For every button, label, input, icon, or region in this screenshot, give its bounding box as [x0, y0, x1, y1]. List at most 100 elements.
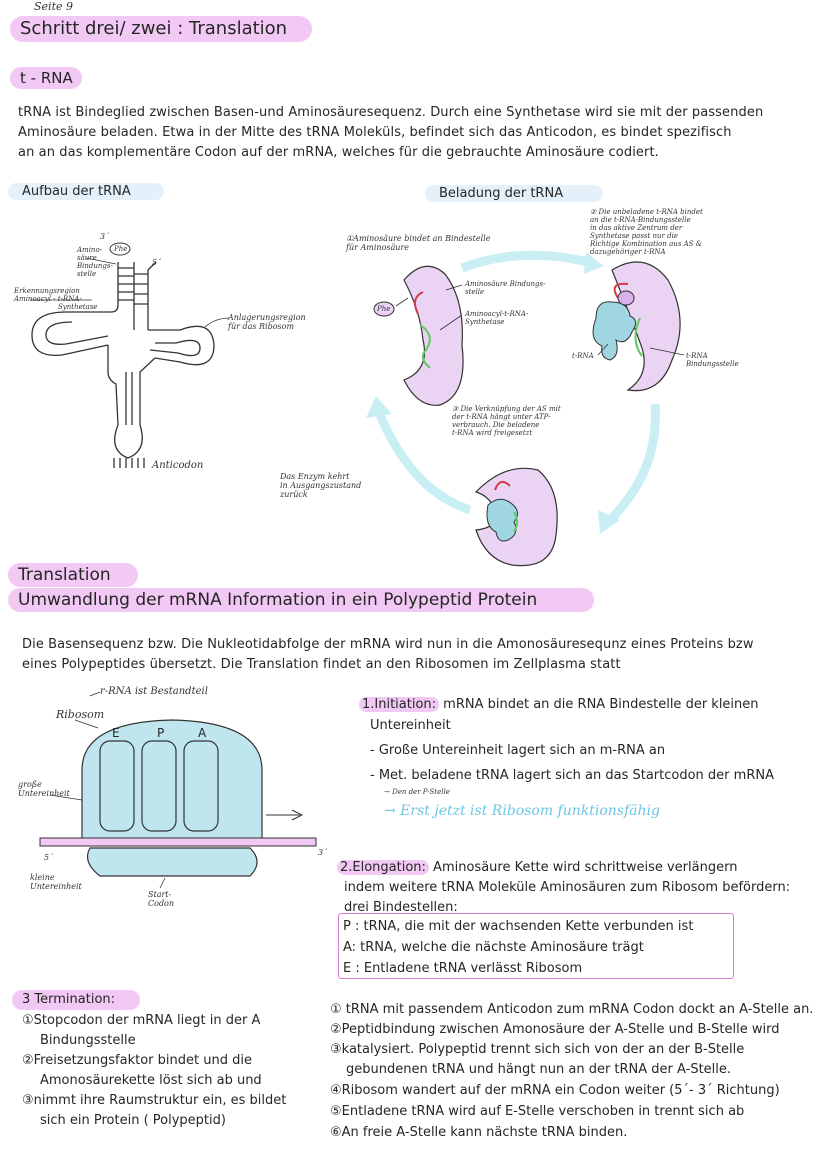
- beladung-as-site-line-2: stelle: [465, 288, 485, 296]
- beladung-as-site-line-1: Aminosäure Bindungs-: [465, 280, 546, 288]
- ribosome-small-subunit-label: kleine Untereinheit: [30, 873, 90, 891]
- beladung-step-2-line-3: in das aktive Zentrum der: [590, 224, 683, 232]
- beladung-synthetase-label: Aminoacyl-t-RNA- Synthetase: [465, 310, 565, 326]
- elongation-step-6: ⑤Entladene tRNA wird auf E-Stelle versch…: [330, 1104, 745, 1119]
- elongation-step-1: ① tRNA mit passendem Anticodon zum mRNA …: [330, 1002, 814, 1017]
- beladung-step-2-line-5: Richtige Kombination aus AS &: [590, 240, 702, 248]
- termination-heading-text: 3 Termination:: [22, 992, 116, 1007]
- beladung-trna-site-line-2: Bindungsstelle: [686, 360, 739, 368]
- trna-three-prime: 3´: [100, 232, 110, 241]
- elongation-sites-box: [338, 913, 734, 979]
- trna-phe-label: Phe: [114, 245, 128, 253]
- beladung-step-3-line-2: der t-RNA hängt unter ATP-: [452, 413, 551, 421]
- beladung-reset-note: Das Enzym kehrt in Ausgangszustand zurüc…: [280, 472, 420, 499]
- elongation-step-2: ②Peptidbindung zwischen Amonosäure der A…: [330, 1022, 780, 1037]
- ribosome-large-line-1: große: [18, 780, 42, 789]
- beladung-step-2: ② Die unbeladene t-RNA bindet an die t-R…: [590, 208, 780, 256]
- trna-recognition-line-3: Synthetase: [58, 303, 98, 311]
- initiation-line-1: 1.Initiation: mRNA bindet an die RNA Bin…: [359, 697, 759, 712]
- termination-line-6: sich ein Protein ( Polypeptid): [40, 1113, 226, 1128]
- beladung-step-2-line-2: an die t-RNA-Bindungsstelle: [590, 216, 691, 224]
- initiation-bullet-1: - Große Untereinheit lagert sich an m-RN…: [370, 743, 666, 758]
- trna-line-2: Aminosäure beladen. Etwa in der Mitte de…: [18, 125, 732, 140]
- ribosome-start-line-2: Codon: [148, 899, 175, 908]
- trna-binding-site-label: Amino- säure Bindungs- stelle: [77, 246, 117, 278]
- initiation-bullet-2: - Met. beladene tRNA lagert sich an das …: [370, 768, 774, 783]
- elongation-line-3: drei Bindestellen:: [344, 900, 458, 915]
- trna-paragraph: tRNA ist Bindeglied zwischen Basen-und A…: [18, 103, 818, 163]
- elongation-step-4: gebundenen tRNA und hängt nun an der tRN…: [346, 1062, 732, 1077]
- trna-attach-line-2: für das Ribosom: [228, 322, 295, 331]
- ribosome-start-codon-label: Start- Codon: [148, 890, 198, 908]
- trna-heading-text: t - RNA: [20, 69, 73, 87]
- beladung-step-3: ③ Die Verknüpfung der AS mit der t-RNA h…: [452, 405, 632, 437]
- elongation-box-a: A: tRNA, welche die nächste Aminosäure t…: [343, 940, 644, 955]
- elongation-text-1: Aminosäure Kette wird schrittweise verlä…: [428, 860, 738, 875]
- trna-line-1: tRNA ist Bindeglied zwischen Basen-und A…: [18, 105, 764, 120]
- translation-heading: Translation: [8, 563, 138, 587]
- ribosome-five-prime: 5´: [44, 853, 54, 862]
- ribosome-small-line-2: Untereinheit: [30, 882, 82, 891]
- trna-binding-line-3: Bindungs-: [77, 262, 113, 270]
- trna-heading: t - RNA: [10, 67, 82, 89]
- initiation-text-1: mRNA bindet an die RNA Bindestelle der k…: [439, 697, 759, 712]
- translation-heading-text: Translation: [18, 565, 111, 585]
- beladung-heading: Beladung der tRNA: [425, 185, 603, 202]
- ribosome-three-prime: 3´: [318, 848, 328, 857]
- elongation-step-7: ⑥An freie A-Stelle kann nächste tRNA bin…: [330, 1125, 628, 1140]
- termination-line-3: ②Freisetzungsfaktor bindet und die: [22, 1053, 252, 1068]
- initiation-note: → Den der P-Stelle: [384, 788, 450, 796]
- beladung-step-1-line-2: für Aminosäure: [346, 243, 409, 252]
- elongation-step-3: ③katalysiert. Polypeptid trennt sich sic…: [330, 1042, 745, 1057]
- termination-line-5: ③nimmt ihre Raumstruktur ein, es bildet: [22, 1093, 287, 1108]
- trna-line-3: an an das komplementäre Codon auf der mR…: [18, 145, 659, 160]
- page-label: Seite 9: [34, 0, 73, 13]
- ribosome-site-p: P: [157, 726, 165, 740]
- aufbau-heading-text: Aufbau der tRNA: [22, 184, 131, 199]
- trna-five-prime: 5´: [152, 258, 162, 267]
- beladung-phe-label: Phe: [377, 305, 391, 313]
- trna-binding-line-4: stelle: [77, 270, 97, 278]
- ribosome-start-line-1: Start-: [148, 890, 172, 899]
- translation-subheading-text: Umwandlung der mRNA Information in ein P…: [18, 590, 538, 610]
- translation-paragraph: Die Basensequenz bzw. Die Nukleotidabfol…: [22, 635, 822, 675]
- page-title-text: Schritt drei/ zwei : Translation: [20, 18, 288, 39]
- beladung-trna-label: t-RNA: [572, 352, 594, 360]
- trna-binding-line-2: säure: [77, 254, 97, 262]
- elongation-step-5: ④Ribosom wandert auf der mRNA ein Codon …: [330, 1083, 780, 1098]
- beladung-reset-line-2: in Ausgangszustand: [280, 481, 362, 490]
- ribosome-large-line-2: Untereinheit: [18, 789, 70, 798]
- ribosome-site-a: A: [198, 726, 207, 740]
- termination-line-4: Amonosäurekette löst sich ab und: [40, 1073, 262, 1088]
- beladung-reset-line-3: zurück: [280, 490, 308, 499]
- beladung-step-1-line-1: ①Aminosäure bindet an Bindestelle: [346, 234, 491, 243]
- beladung-synthetase-line-2: Synthetase: [465, 318, 505, 326]
- initiation-note-blue: → Erst jetzt ist Ribosom funktionsfähig: [384, 803, 660, 819]
- elongation-box-p: P : tRNA, die mit der wachsenden Kette v…: [343, 919, 694, 934]
- termination-line-1: ①Stopcodon der mRNA liegt in der A: [22, 1013, 261, 1028]
- beladung-step-2-line-4: Synthetase passt nur die: [590, 232, 678, 240]
- beladung-step-3-line-4: t-RNA wird freigesetzt: [452, 429, 533, 437]
- ribosome-large-subunit-label: große Untereinheit: [18, 780, 78, 798]
- elongation-line-1: 2.Elongation: Aminosäure Kette wird schr…: [337, 860, 737, 875]
- translation-line-1: Die Basensequenz bzw. Die Nukleotidabfol…: [22, 637, 754, 652]
- beladung-step-3-line-3: verbrauch. Die beladene: [452, 421, 540, 429]
- beladung-reset-line-1: Das Enzym kehrt: [280, 472, 350, 481]
- ribosome-label: Ribosom: [56, 708, 105, 721]
- initiation-line-2: Untereinheit: [370, 718, 451, 733]
- trna-anticodon-label: Anticodon: [152, 460, 204, 471]
- beladung-heading-text: Beladung der tRNA: [439, 186, 564, 201]
- elongation-title: 2.Elongation:: [337, 860, 429, 875]
- initiation-title: 1.Initiation:: [359, 697, 440, 712]
- beladung-synthetase-line-1: Aminoacyl-t-RNA-: [465, 310, 529, 318]
- termination-heading: 3 Termination:: [12, 990, 140, 1010]
- trna-attach-label: Anlagerungsregion für das Ribosom: [228, 313, 328, 331]
- beladung-step-3-line-1: ③ Die Verknüpfung der AS mit: [452, 405, 561, 413]
- ribosome-small-line-1: kleine: [30, 873, 55, 882]
- trna-recognition-line-2: Aminoacyl - t-RNA-: [14, 295, 82, 303]
- beladung-step-2-line-1: ② Die unbeladene t-RNA bindet: [590, 208, 703, 216]
- ribosome-site-e: E: [112, 726, 120, 740]
- elongation-box-e: E : Entladene tRNA verlässt Ribosom: [343, 961, 583, 976]
